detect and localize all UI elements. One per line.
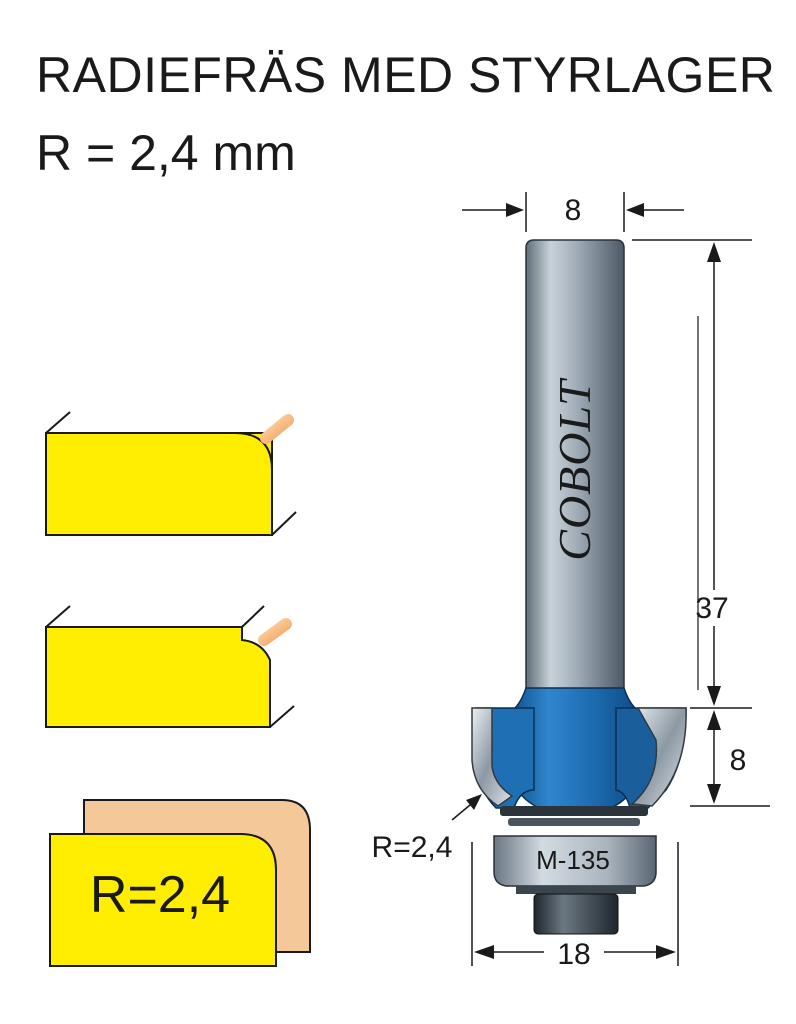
shank xyxy=(525,239,625,693)
cutting-height-value: 8 xyxy=(730,744,747,777)
dimension-shank-diameter: 8 xyxy=(462,192,684,232)
profile-block xyxy=(49,833,277,967)
profile-radius-label: R=2,4 xyxy=(90,866,230,924)
dimension-cut-diameter: 18 xyxy=(471,842,679,971)
carbide-blade-right xyxy=(630,707,687,807)
dimension-radius: R=2,4 xyxy=(372,794,482,864)
dowel-icon xyxy=(258,618,292,646)
router-bit: COBOLT M-135 xyxy=(471,239,687,935)
perspective-line xyxy=(271,511,297,536)
profile-section: R=2,4 xyxy=(49,799,311,967)
carbide-blade-left xyxy=(471,707,514,807)
perspective-line xyxy=(45,605,71,628)
radius-value: R=2,4 xyxy=(372,831,453,864)
washer xyxy=(500,806,648,816)
perspective-line xyxy=(241,605,265,628)
total-length-value: 37 xyxy=(695,592,728,625)
bearing-screw xyxy=(533,893,619,935)
perspective-line xyxy=(45,411,71,434)
cut-diameter-value: 18 xyxy=(557,938,590,971)
workpiece-rounded-edge xyxy=(45,411,297,536)
bearing-model-label: M-135 xyxy=(536,845,610,875)
radius-subtitle: R = 2,4 mm xyxy=(36,125,296,181)
page-title: RADIEFRÄS MED STYRLAGER xyxy=(36,47,776,103)
washer xyxy=(508,818,640,826)
dimension-total-length: 37 xyxy=(632,239,752,709)
workpiece-block xyxy=(45,626,271,728)
dowel-icon xyxy=(260,414,294,444)
dimension-cutting-height: 8 xyxy=(690,710,770,807)
bearing-collar xyxy=(516,886,636,894)
workpiece-stepped-edge xyxy=(45,605,295,728)
shank-diameter-value: 8 xyxy=(565,194,582,227)
guide-bearing xyxy=(493,835,657,887)
brand-label: COBOLT xyxy=(549,377,600,561)
perspective-line xyxy=(269,705,295,728)
